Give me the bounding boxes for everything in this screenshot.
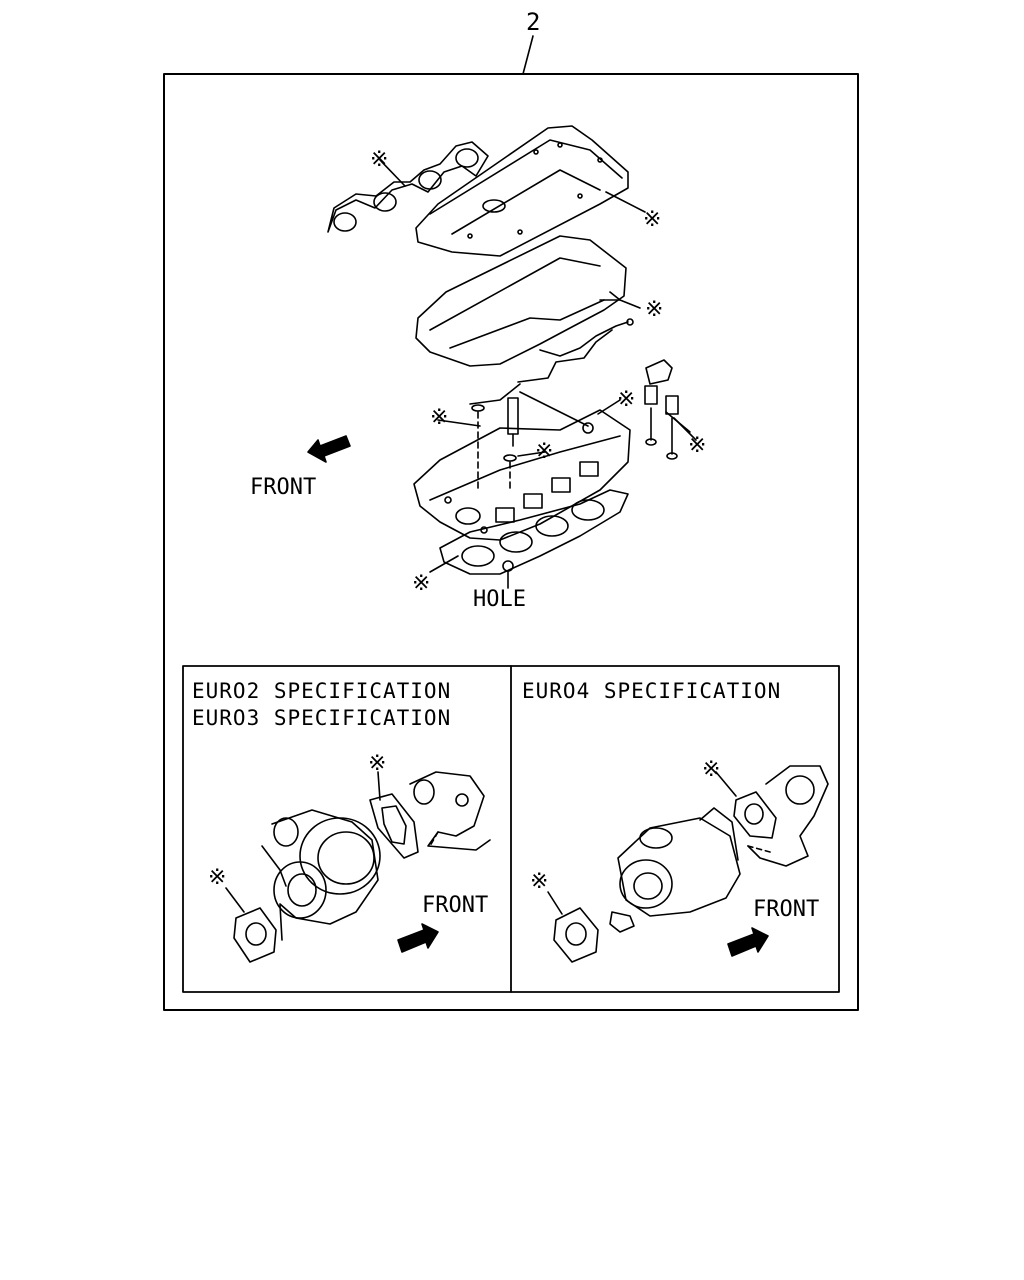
marker-symbol: ※	[688, 433, 706, 458]
outlet-gasket	[369, 771, 419, 859]
marker-symbol: ※	[430, 405, 448, 430]
turbocharger	[609, 807, 741, 933]
head-cover	[415, 125, 646, 257]
flange-gasket	[225, 887, 277, 963]
marker-symbol: ※	[643, 207, 661, 232]
outer-frame	[163, 73, 859, 1011]
callout-number: 2	[526, 8, 540, 36]
main-view	[307, 125, 697, 589]
front-arrow	[727, 927, 769, 957]
euro4-panel: EURO4 SPECIFICATION FR	[522, 679, 829, 963]
main-front-label: FRONT	[250, 475, 316, 500]
exhaust-elbow	[747, 765, 829, 867]
euro4-front-label: FRONT	[753, 897, 819, 922]
marker-symbol: ※	[208, 865, 226, 890]
euro2-3-front-label: FRONT	[422, 893, 488, 918]
marker-symbol: ※	[535, 439, 553, 464]
fuel-pipe-2	[469, 383, 521, 405]
marker-symbol: ※	[702, 757, 720, 782]
fuel-pipe	[517, 329, 613, 383]
turbocharger	[261, 809, 381, 941]
marker-symbol: ※	[617, 387, 635, 412]
cam-carrier	[415, 235, 641, 367]
marker-symbol: ※	[530, 869, 548, 894]
euro3-spec-label: EURO3 SPECIFICATION	[192, 706, 451, 730]
front-arrow	[397, 923, 439, 953]
euro2-spec-label: EURO2 SPECIFICATION	[192, 679, 451, 703]
flange-gasket	[547, 891, 599, 963]
outlet-gasket	[715, 771, 777, 839]
callout-leader	[522, 35, 534, 75]
manifold-gasket	[327, 141, 489, 233]
marker-symbol: ※	[412, 571, 430, 596]
hole-label: HOLE	[473, 587, 526, 612]
marker-symbol: ※	[368, 751, 386, 776]
exhaust-elbow	[409, 771, 491, 851]
cylinder-head	[413, 409, 631, 541]
marker-symbol: ※	[645, 297, 663, 322]
head-gasket	[429, 489, 629, 589]
front-arrow	[307, 435, 351, 463]
euro2-3-panel: EURO2 SPECIFICATION EURO3 SPECIFICATION	[192, 679, 491, 963]
marker-symbol: ※	[370, 147, 388, 172]
injector	[507, 391, 594, 447]
euro4-spec-label: EURO4 SPECIFICATION	[522, 679, 781, 703]
marker-group-main: ※ ※ ※ ※ ※ ※ ※ ※	[370, 147, 706, 596]
